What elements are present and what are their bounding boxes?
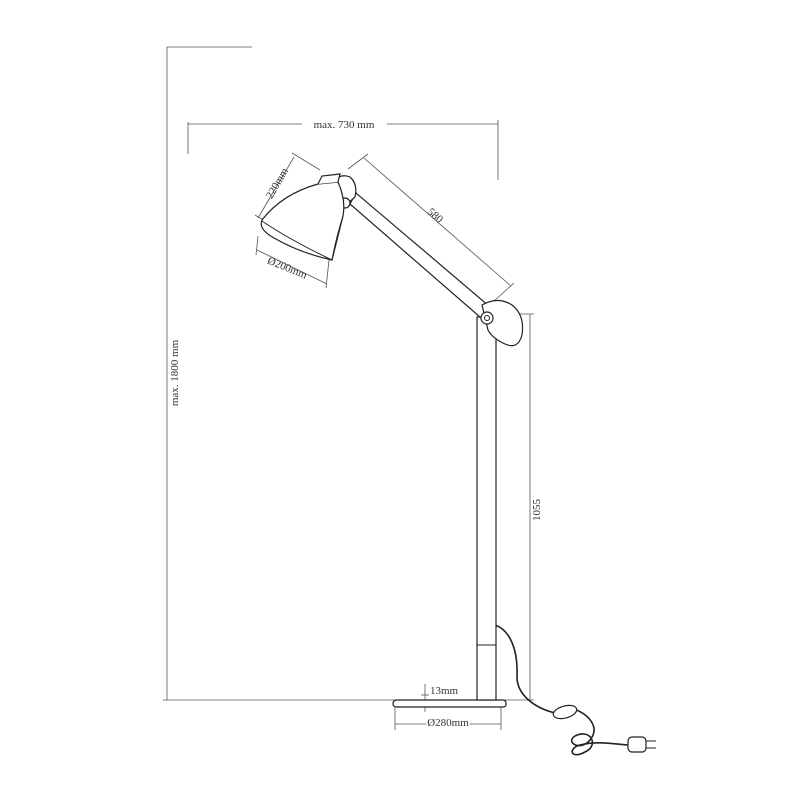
base-thickness-label: 13mm	[430, 685, 459, 697]
shade-diameter-label: Ø200mm	[266, 255, 309, 282]
lamp-illustration	[260, 173, 656, 756]
base-diameter-dimension: Ø280mm	[394, 706, 502, 731]
inline-switch	[552, 704, 578, 720]
lamp-base	[392, 699, 507, 708]
arm-joint-counterweight	[481, 299, 524, 347]
power-plug	[627, 736, 656, 753]
base-diameter-label: Ø280mm	[427, 717, 469, 729]
lamp-pole	[476, 316, 497, 701]
lamp-arm	[349, 192, 497, 325]
arm-length-dimension: 580	[347, 153, 515, 302]
reach-dimension: max. 730 mm	[187, 119, 499, 180]
pole-height-label: 1055	[531, 499, 543, 522]
arm-pivot-knob	[480, 311, 494, 325]
total-height-label: max. 1800 mm	[169, 339, 181, 406]
pole-height-dimension: 1055	[500, 313, 543, 701]
power-cable	[494, 624, 631, 756]
lamp-shade	[260, 181, 345, 261]
reach-label: max. 730 mm	[314, 119, 375, 131]
base-thickness-dimension: 13mm	[421, 684, 459, 712]
total-height-dimension: max. 1800 mm	[163, 46, 395, 701]
shade-length-label: 220mm	[264, 166, 291, 201]
arm-length-label: 580	[425, 206, 446, 226]
